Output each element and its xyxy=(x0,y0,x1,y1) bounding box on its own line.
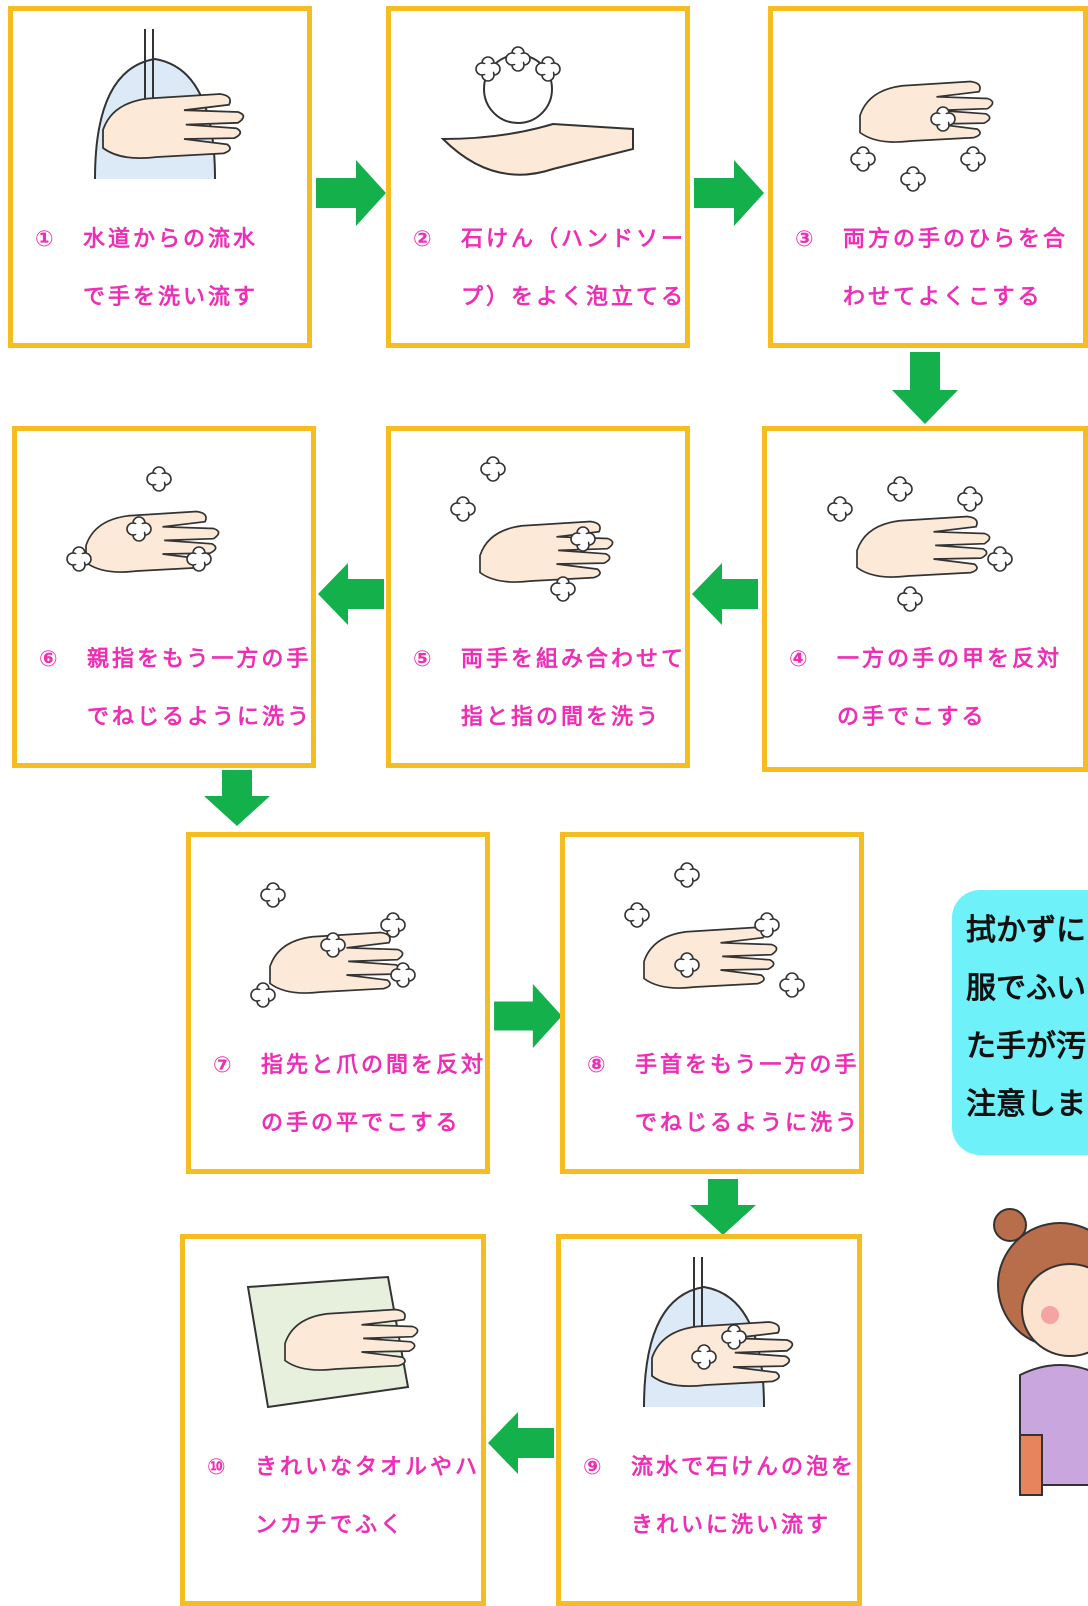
step-number: ⑤ xyxy=(413,647,435,672)
arrow-left-icon xyxy=(318,563,384,625)
step-number: ⑦ xyxy=(213,1053,235,1078)
arrow-down-icon xyxy=(690,1179,756,1235)
fingertips-icon xyxy=(250,882,416,1008)
arrow-down-icon xyxy=(204,770,270,826)
rinse-hands-icon xyxy=(643,1257,794,1408)
back-of-hand-icon xyxy=(827,476,1013,612)
note-line: 注意しま xyxy=(966,1087,1086,1122)
step-number: ③ xyxy=(795,227,817,252)
interlaced-fingers-icon xyxy=(450,456,614,602)
note-line: 服でふい xyxy=(966,971,1086,1006)
step-number: ⑥ xyxy=(39,647,61,672)
note-line: た手が汚 xyxy=(966,1029,1086,1064)
girl-illustration xyxy=(993,1208,1088,1496)
thumb-twist-icon xyxy=(66,466,220,573)
step-number: ⑧ xyxy=(587,1053,609,1078)
note-bubble: 拭かずに 服でふい た手が汚 注意しま xyxy=(952,890,1088,1155)
arrow-left-icon xyxy=(692,563,758,625)
palms-rubbing-icon xyxy=(850,80,994,192)
step-number: ⑩ xyxy=(207,1455,229,1480)
arrow-right-icon xyxy=(316,160,386,226)
running-water-hands-icon xyxy=(94,29,245,180)
arrow-right-icon xyxy=(494,984,562,1048)
arrow-down-icon xyxy=(892,352,958,424)
towel-dry-icon xyxy=(246,1275,419,1409)
step-number: ④ xyxy=(789,647,811,672)
soap-lather-icon xyxy=(440,46,634,176)
arrow-right-icon xyxy=(694,160,764,226)
note-line: 拭かずに xyxy=(966,913,1086,948)
step-number: ② xyxy=(413,227,435,252)
step-number: ⑨ xyxy=(583,1455,605,1480)
step-number: ① xyxy=(35,227,57,252)
arrow-left-icon xyxy=(488,1412,554,1474)
wrist-twist-icon xyxy=(624,862,805,998)
